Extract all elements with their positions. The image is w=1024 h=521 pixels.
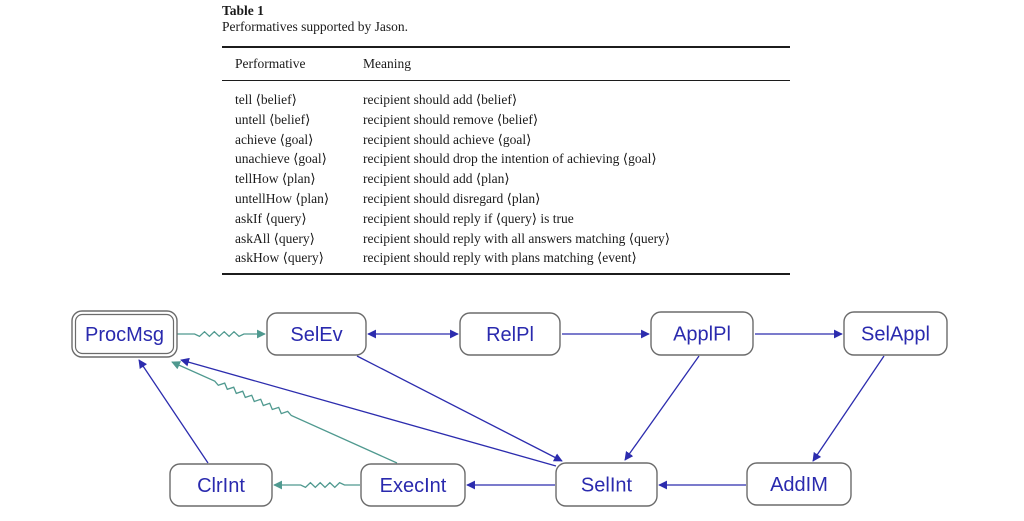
cell-performative: askAll ⟨query⟩ bbox=[235, 230, 315, 246]
edge-clrint-procmsg bbox=[138, 359, 209, 464]
table-row: tellHow ⟨plan⟩ recipient should add ⟨plan… bbox=[222, 169, 790, 189]
node-procmsg: ProcMsg bbox=[71, 310, 178, 358]
node-addim: AddIM bbox=[746, 462, 852, 506]
edge-execint-clrint bbox=[273, 480, 360, 490]
table-caption: Performatives supported by Jason. bbox=[222, 19, 408, 34]
column-header-performative: Performative bbox=[222, 47, 363, 81]
cell-meaning: recipient should add ⟨belief⟩ bbox=[363, 92, 518, 107]
table-row: askHow ⟨query⟩ recipient should reply wit… bbox=[222, 248, 790, 274]
cell-meaning: recipient should drop the intention of a… bbox=[363, 151, 657, 167]
table-row: tell ⟨belief⟩ recipient should add ⟨belie… bbox=[222, 81, 790, 110]
cell-performative: askIf ⟨query⟩ bbox=[235, 210, 307, 226]
cell-performative: tell ⟨belief⟩ bbox=[235, 92, 297, 107]
node-applpl: ApplPl bbox=[650, 311, 754, 356]
table-row: achieve ⟨goal⟩ recipient should achieve ⟨… bbox=[222, 130, 790, 150]
cell-performative: untell ⟨belief⟩ bbox=[235, 111, 311, 127]
cell-performative: tellHow ⟨plan⟩ bbox=[235, 171, 316, 187]
node-relpl: RelPl bbox=[459, 312, 561, 356]
cell-meaning: recipient should reply if ⟨query⟩ is tru… bbox=[363, 210, 574, 226]
cell-meaning: recipient should add ⟨plan⟩ bbox=[363, 171, 510, 187]
node-label-selint: SelInt bbox=[581, 475, 633, 497]
edge-selint-procmsg bbox=[180, 357, 557, 467]
edge-applpl-selint bbox=[624, 355, 700, 461]
node-label-procmsg: ProcMsg bbox=[85, 324, 164, 346]
edge-execint-procmsg bbox=[171, 361, 398, 464]
cell-meaning: recipient should reply with plans matchi… bbox=[363, 250, 637, 266]
column-header-meaning: Meaning bbox=[363, 47, 790, 81]
table-1-figure: Table 1 Performatives supported by Jason… bbox=[222, 3, 790, 276]
table-row: untellHow ⟨plan⟩ recipient should disrega… bbox=[222, 189, 790, 209]
cell-meaning: recipient should disregard ⟨plan⟩ bbox=[363, 190, 541, 206]
cell-performative: achieve ⟨goal⟩ bbox=[235, 131, 314, 147]
cell-performative: untellHow ⟨plan⟩ bbox=[235, 190, 330, 206]
table-label: Table 1 bbox=[222, 3, 264, 18]
table-row: unachieve ⟨goal⟩ recipient should drop th… bbox=[222, 149, 790, 169]
node-clrint: ClrInt bbox=[169, 463, 273, 507]
cell-meaning: recipient should reply with all answers … bbox=[363, 230, 671, 246]
node-selev: SelEv bbox=[266, 312, 367, 356]
table-row: askIf ⟨query⟩ recipient should reply if ⟨… bbox=[222, 209, 790, 229]
cell-meaning: recipient should remove ⟨belief⟩ bbox=[363, 111, 539, 127]
table-row: untell ⟨belief⟩ recipient should remove ⟨… bbox=[222, 110, 790, 130]
node-execint: ExecInt bbox=[360, 463, 466, 507]
cell-performative: askHow ⟨query⟩ bbox=[235, 250, 324, 266]
table-row: askAll ⟨query⟩ recipient should reply wit… bbox=[222, 229, 790, 249]
node-label-clrint: ClrInt bbox=[197, 475, 245, 497]
node-label-applpl: ApplPl bbox=[673, 324, 731, 346]
node-label-addim: AddIM bbox=[770, 474, 828, 496]
node-selappl: SelAppl bbox=[843, 311, 948, 356]
cell-meaning: recipient should achieve ⟨goal⟩ bbox=[363, 131, 532, 147]
edge-selev-selint bbox=[356, 355, 563, 462]
node-label-relpl: RelPl bbox=[486, 324, 534, 346]
node-label-selev: SelEv bbox=[290, 324, 342, 346]
node-selint: SelInt bbox=[555, 462, 658, 507]
node-label-execint: ExecInt bbox=[380, 475, 447, 497]
cell-performative: unachieve ⟨goal⟩ bbox=[235, 151, 327, 167]
edge-procmsg-selev bbox=[177, 329, 266, 339]
node-label-selappl: SelAppl bbox=[861, 324, 930, 346]
edge-selappl-addim bbox=[812, 355, 885, 462]
